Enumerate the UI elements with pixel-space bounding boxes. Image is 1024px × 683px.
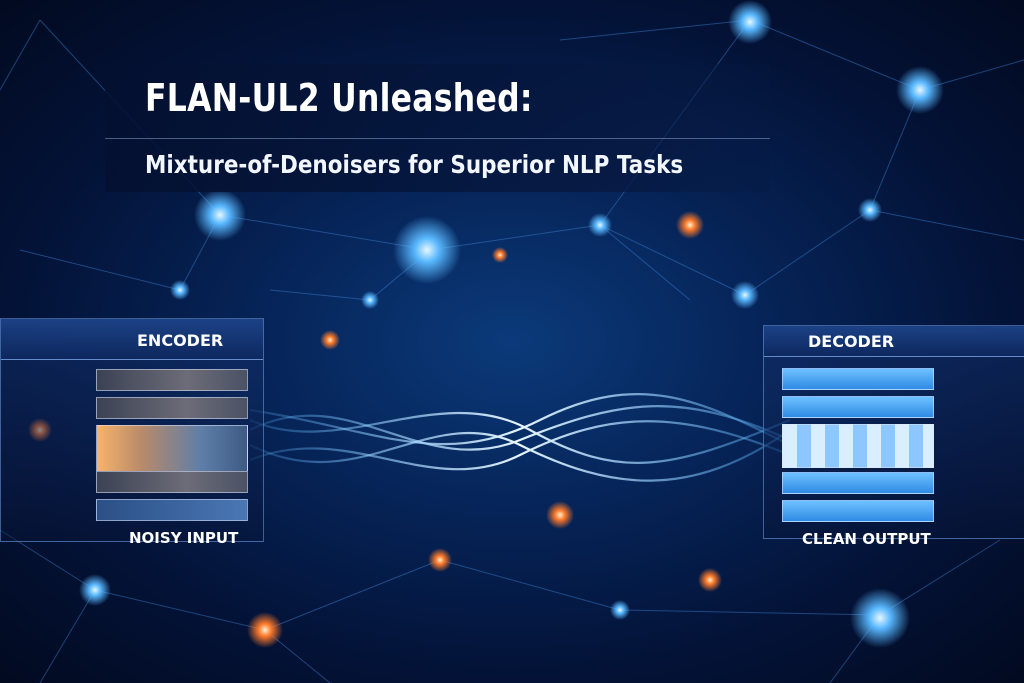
encoder-panel: ENCODER NOISY INPUT	[0, 318, 264, 547]
title-banner	[105, 64, 770, 192]
encoder-header	[1, 319, 263, 360]
encoder-caption: NOISY INPUT	[129, 529, 239, 547]
decoder-layer	[782, 368, 934, 390]
encoder-layer	[96, 369, 248, 391]
decoder-label: DECODER	[808, 332, 895, 351]
decoder-layer	[782, 396, 934, 418]
encoder-layer	[96, 471, 248, 493]
encoder-layer	[96, 397, 248, 419]
page-title: FLAN-UL2 Unleashed:	[145, 76, 533, 120]
decoder-panel: DECODER CLEAN OUTPUT	[763, 325, 1024, 548]
encoder-layer	[96, 499, 248, 521]
decoder-header	[764, 326, 1024, 357]
title-divider	[105, 138, 770, 139]
page-subtitle: Mixture-of-Denoisers for Superior NLP Ta…	[145, 150, 684, 179]
decoder-caption: CLEAN OUTPUT	[802, 530, 931, 548]
decoder-layer	[782, 500, 934, 522]
decoder-layer	[782, 472, 934, 494]
encoder-label: ENCODER	[137, 331, 224, 350]
decoder-clean-layer	[782, 424, 934, 468]
